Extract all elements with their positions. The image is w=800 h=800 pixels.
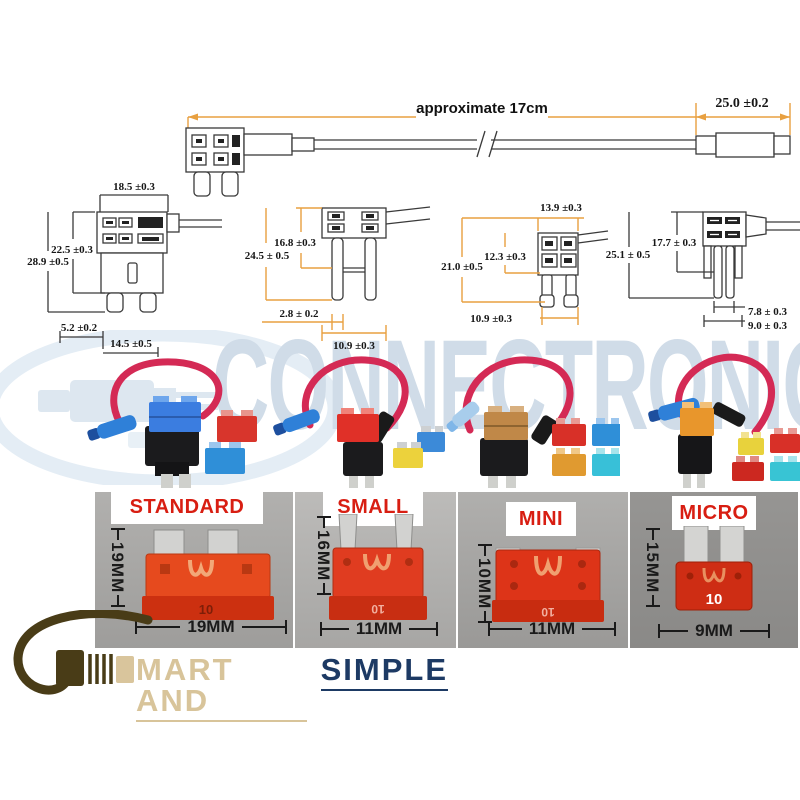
small-leg-width: 2.8 ± 0.2 — [279, 308, 319, 320]
size-panel-micro: MICRO 10 15MM 9MM — [630, 492, 798, 648]
crimp-connector — [273, 409, 320, 436]
wire-assembly-drawing: approximate 17cm 25.0 ±0.2 — [185, 96, 791, 197]
size-panel-standard: STANDARD 10 19MM 19MM — [95, 490, 293, 648]
size-panel-small: SMALL 10 16MM 11MM — [295, 488, 456, 648]
brand-name-right: SIMPLE — [320, 654, 448, 691]
standard-width-bottom: 14.5 ±0.5 — [110, 338, 152, 350]
mini-width-top: 13.9 ±0.3 — [540, 202, 582, 214]
standard-height-inner: 22.5 ±0.3 — [51, 244, 93, 256]
product-photo-standard-tap — [87, 358, 257, 488]
micro-height-dim: 15MM — [643, 528, 662, 608]
small-height-inner: 16.8 ±0.3 — [274, 237, 316, 249]
micro-tap-drawing: 17.7 ± 0.3 25.1 ± 0.5 7.8 ± 0.3 9.0 ± 0.… — [606, 211, 800, 332]
loose-fuses — [552, 418, 620, 476]
loose-fuses — [732, 428, 800, 481]
product-photo-mini-tap — [446, 356, 620, 488]
size-label-micro: MICRO — [672, 496, 756, 530]
standard-width-top: 18.5 ±0.3 — [113, 181, 155, 193]
standard-fuse-image: 10 — [142, 529, 274, 620]
standard-height-total: 28.9 ±0.5 — [27, 256, 69, 268]
small-height-dim: 16MM — [314, 516, 333, 596]
micro-fuse-image: 10 — [675, 526, 753, 611]
standard-tap-drawing: 18.5 ±0.3 22.5 ±0.3 28.9 ±0.5 5.2 ±0.2 1… — [27, 181, 222, 357]
mini-width-dim: 11MM — [488, 620, 617, 637]
mini-width-bottom: 10.9 ±0.3 — [470, 313, 512, 325]
product-photo-micro-tap — [648, 353, 800, 488]
small-width-bottom: 10.9 ±0.3 — [333, 340, 375, 352]
brand-name-left: MART AND — [136, 654, 307, 722]
mini-amp-marking: 10 — [541, 605, 555, 619]
mini-height-dim: 10MM — [475, 544, 494, 624]
mini-height-total: 21.0 ±0.5 — [441, 261, 483, 273]
standard-leg-offset: 5.2 ±0.2 — [61, 322, 98, 334]
brand-logo: MART AND SIMPLE — [8, 608, 448, 722]
wire-length-label: approximate 17cm — [416, 100, 548, 117]
size-label-mini: MINI — [506, 502, 576, 536]
small-tap-drawing: 16.8 ±0.3 24.5 ± 0.5 2.8 ± 0.2 10.9 ±0.3 — [245, 206, 431, 352]
standard-width-dim: 19MM — [135, 618, 288, 635]
standard-height-dim: 19MM — [108, 528, 127, 608]
small-fuse-image: 10 — [329, 514, 427, 620]
micro-height-inner: 17.7 ± 0.3 — [652, 237, 697, 249]
small-height-total: 24.5 ± 0.5 — [245, 250, 290, 262]
product-photo-small-tap — [273, 356, 445, 490]
crimp-connector — [446, 401, 480, 432]
crimp-connector — [87, 415, 137, 441]
size-panel-mini: MINI 10 10MM 11MM — [458, 492, 628, 648]
loose-fuses — [393, 426, 445, 468]
terminal-dim-label: 25.0 ±0.2 — [715, 96, 768, 111]
loose-fuses — [205, 410, 257, 474]
plug-cable-icon — [13, 610, 153, 695]
micro-width-bottom: 9.0 ± 0.3 — [748, 320, 788, 332]
micro-width-dim: 9MM — [658, 622, 770, 639]
mini-fuse-image: 10 — [492, 547, 604, 622]
size-label-standard: STANDARD — [111, 490, 263, 524]
technical-dimension-drawing: approximate 17cm 25.0 ±0.2 — [27, 96, 800, 357]
mini-height-inner: 12.3 ±0.3 — [484, 251, 526, 263]
standard-amp-marking: 10 — [199, 602, 213, 617]
micro-height-total: 25.1 ± 0.5 — [606, 249, 651, 261]
micro-amp-marking: 10 — [706, 591, 723, 608]
micro-width-pins: 7.8 ± 0.3 — [748, 306, 788, 318]
small-width-dim: 11MM — [320, 620, 439, 637]
mini-tap-drawing: 13.9 ±0.3 12.3 ±0.3 21.0 ±0.5 10.9 ±0.3 — [441, 202, 609, 325]
small-amp-marking: 10 — [371, 602, 385, 616]
